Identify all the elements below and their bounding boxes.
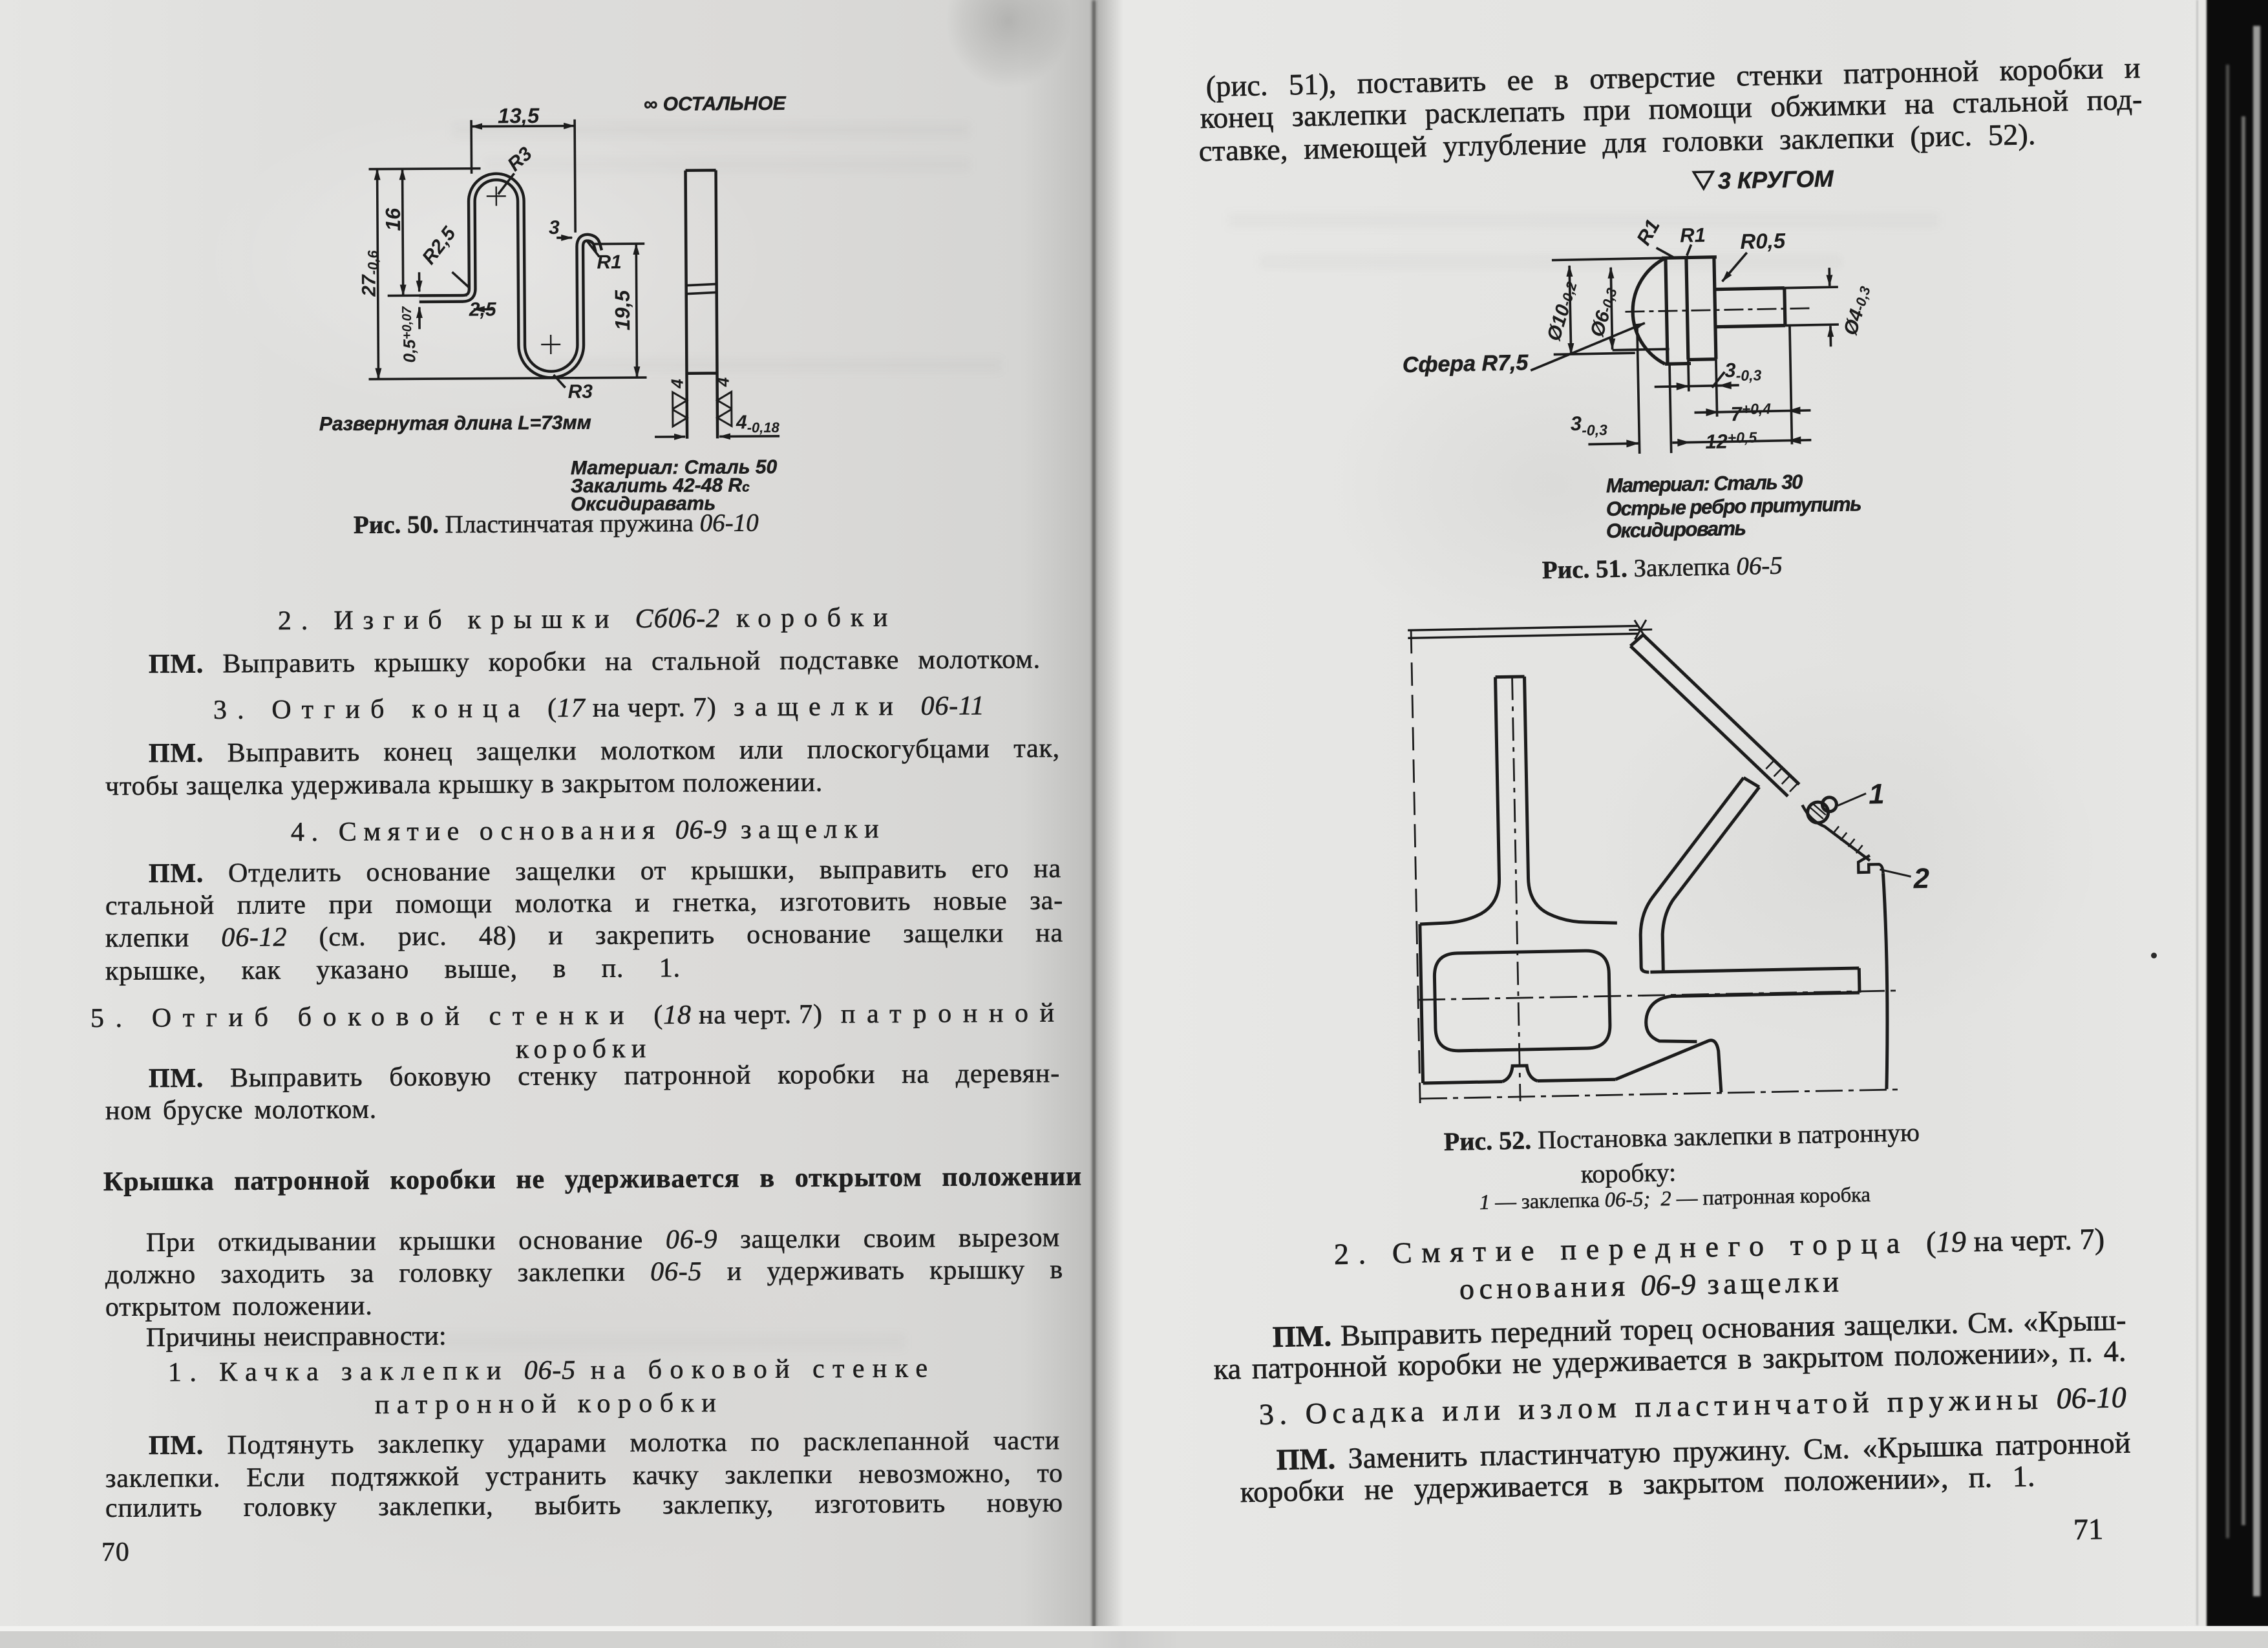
svg-text:3-0,3: 3-0,3 [1724, 358, 1762, 384]
svg-text:R2,5: R2,5 [418, 222, 461, 268]
svg-text:3-0,3: 3-0,3 [1570, 412, 1607, 439]
svg-text:1: 1 [1869, 778, 1885, 810]
svg-text:12+0,5: 12+0,5 [1705, 429, 1758, 454]
svg-text:3: 3 [549, 217, 560, 238]
svg-text:R3: R3 [568, 381, 593, 403]
svg-text:4: 4 [714, 377, 733, 387]
svg-text:R3: R3 [503, 143, 536, 175]
svg-text:R1: R1 [1632, 215, 1664, 249]
svg-text:13,5: 13,5 [498, 103, 540, 127]
svg-text:Ø6-0,3: Ø6-0,3 [1586, 285, 1621, 339]
svg-text:R0,5: R0,5 [1740, 229, 1786, 253]
svg-text:2,5: 2,5 [469, 299, 497, 320]
svg-text:Ø10-0,2: Ø10-0,2 [1543, 279, 1581, 344]
svg-text:R1: R1 [597, 251, 622, 273]
svg-text:16: 16 [381, 208, 405, 231]
svg-text:4-0,18: 4-0,18 [736, 412, 780, 436]
svg-text:27-0,6: 27-0,6 [358, 250, 381, 297]
svg-text:2: 2 [1913, 863, 1930, 894]
svg-text:4: 4 [668, 379, 687, 389]
svg-text:19,5: 19,5 [611, 290, 634, 331]
svg-text:0,5+0,07: 0,5+0,07 [399, 306, 419, 363]
svg-text:Ø4-0,3: Ø4-0,3 [1839, 283, 1874, 337]
svg-text:R1: R1 [1680, 224, 1706, 247]
svg-text:7+0,4: 7+0,4 [1730, 400, 1772, 425]
